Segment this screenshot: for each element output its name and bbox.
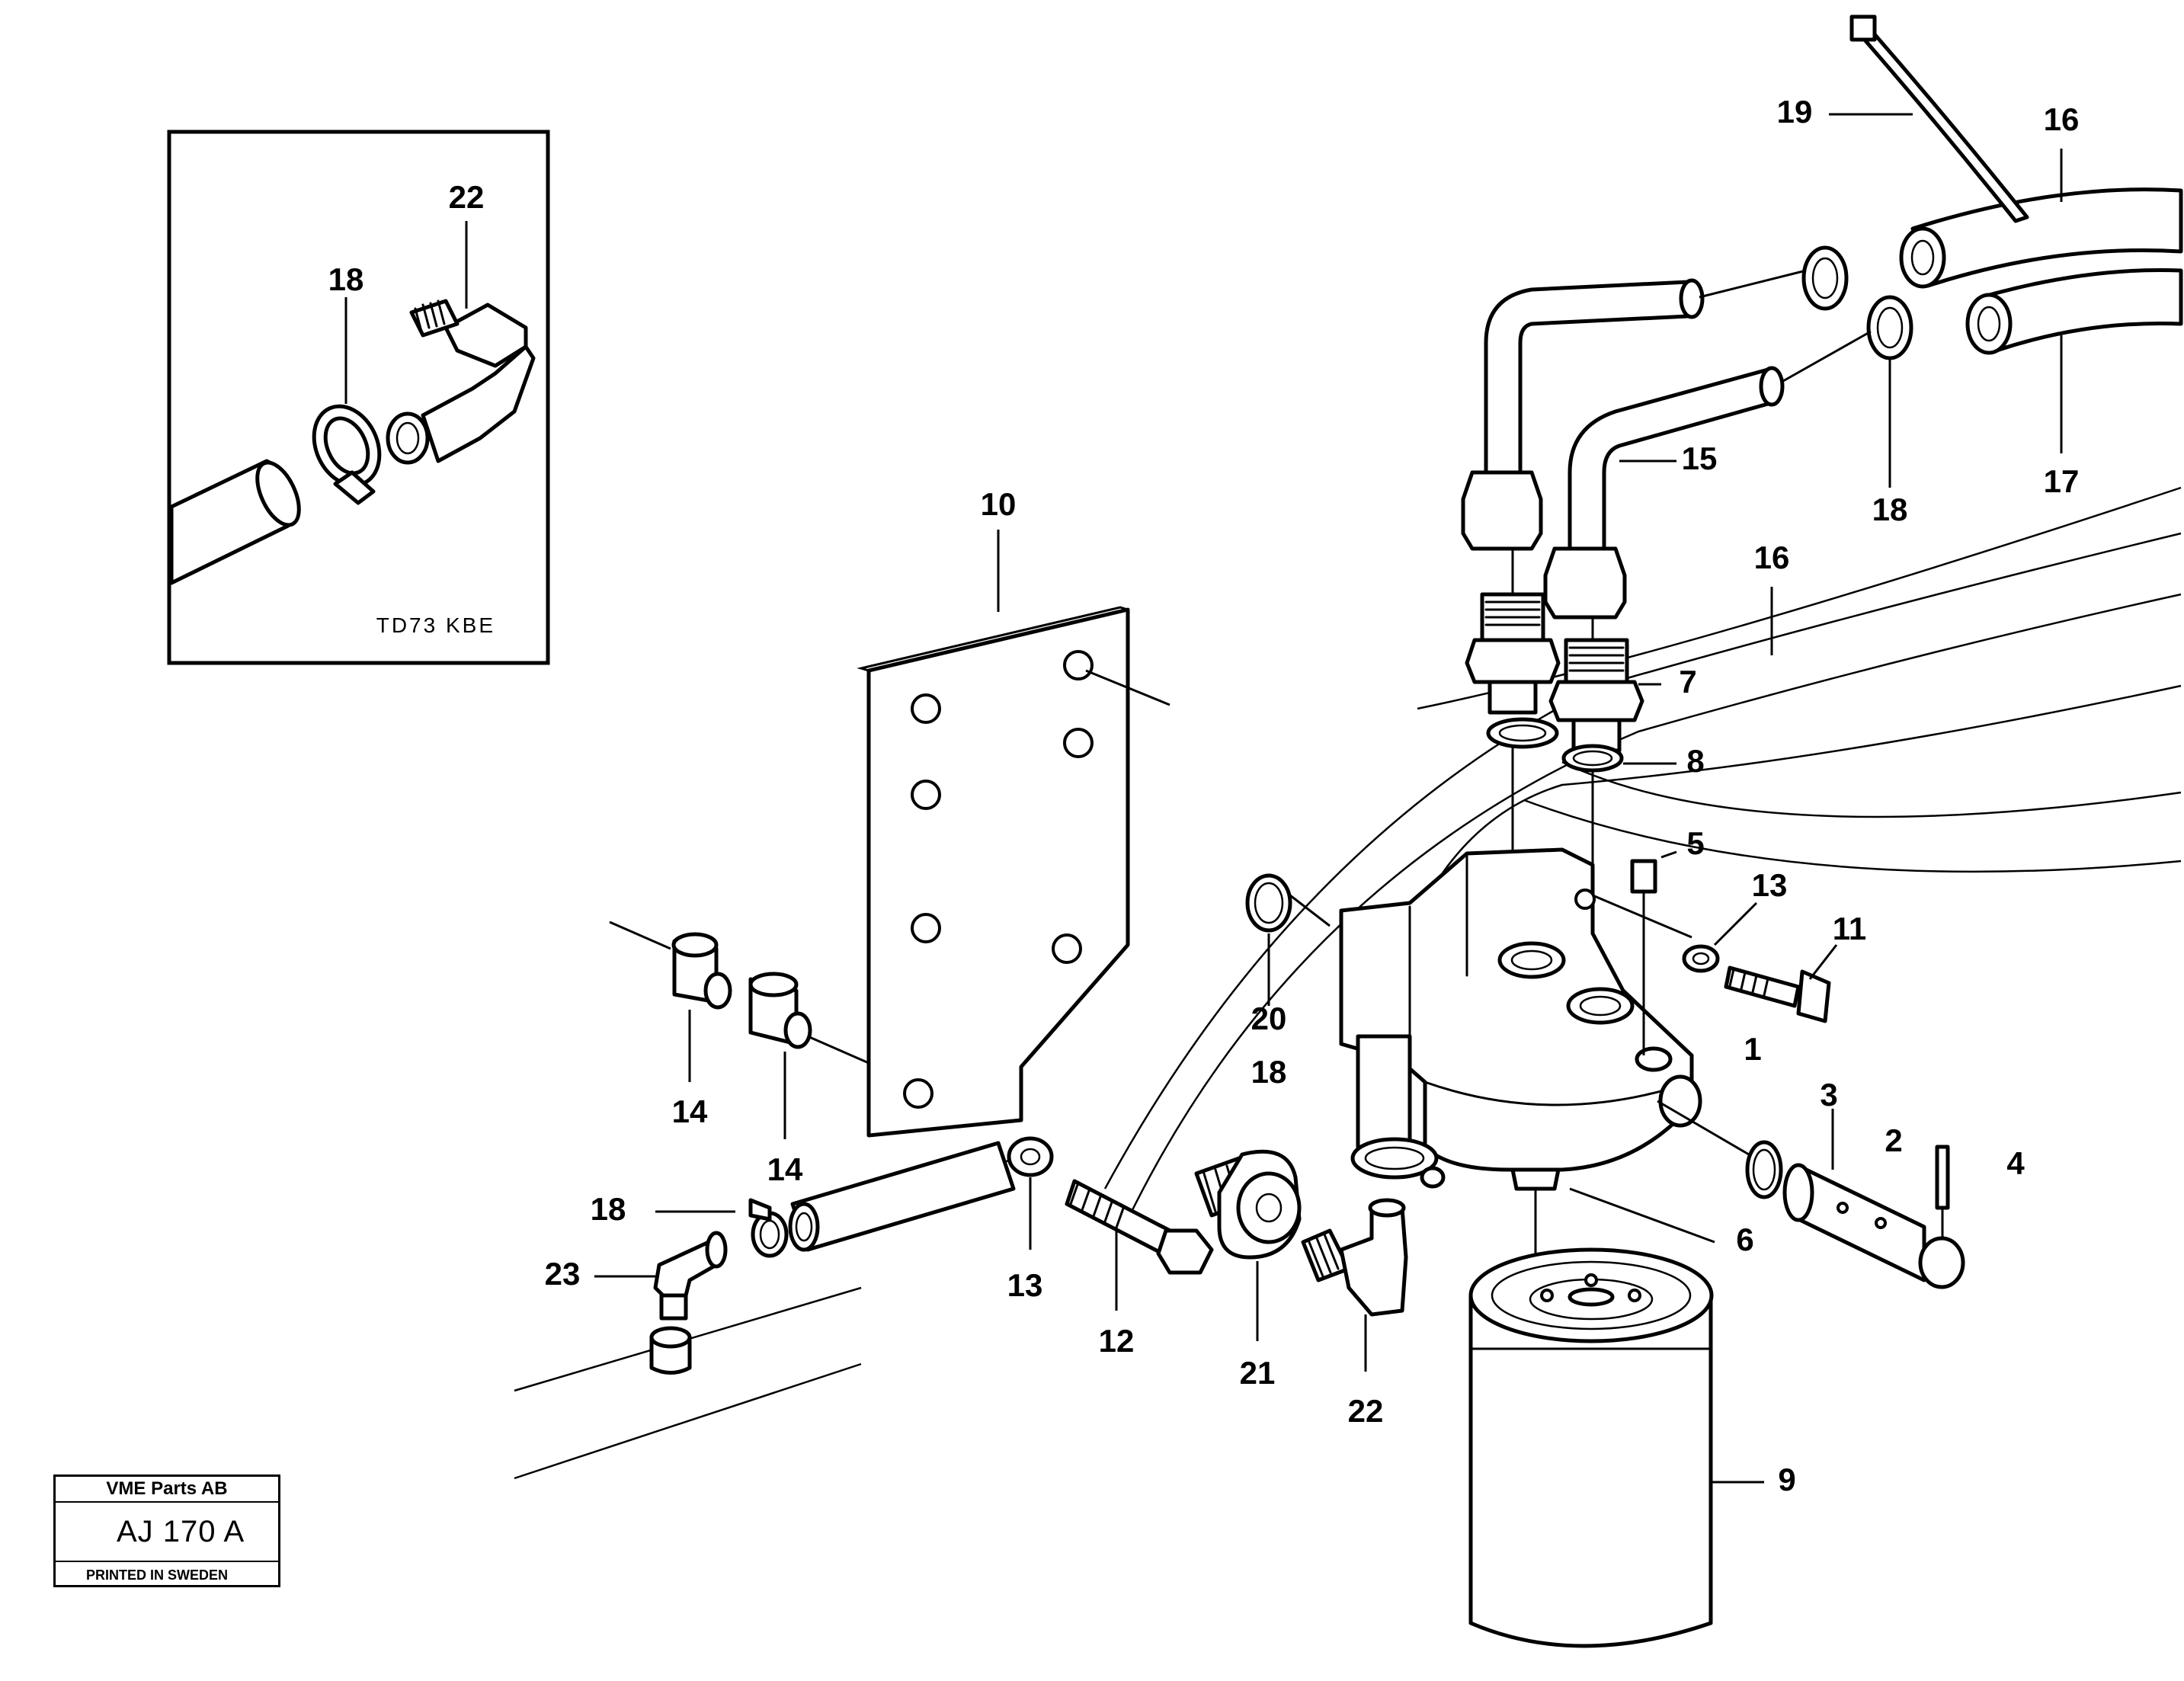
callout-16-top: 16	[2044, 101, 2080, 137]
stamp-company: VME Parts AB	[56, 1477, 278, 1503]
bracket-10	[857, 530, 1170, 1138]
inset-callout-18: 18	[328, 261, 364, 297]
callout-14-left: 14	[672, 1093, 708, 1129]
inset-callout-22: 22	[449, 179, 485, 215]
callout-4: 4	[2006, 1145, 2025, 1181]
callout-16-mid: 16	[1754, 540, 1790, 575]
callout-10: 10	[981, 486, 1017, 522]
hoses-16-17	[1849, 14, 2183, 355]
callout-21: 21	[1240, 1355, 1276, 1391]
inset-detail: 22 18 TD73 KBE	[167, 130, 550, 665]
inset-drawing-code: TD73 KBE	[376, 613, 495, 637]
pipe-stub	[1350, 1034, 1446, 1189]
callout-18-left: 18	[591, 1191, 626, 1227]
leader-lines	[1619, 113, 2063, 980]
callout-20: 20	[1251, 1001, 1287, 1036]
spacers-14	[609, 921, 869, 1139]
callout-5: 5	[1686, 825, 1704, 861]
sensor-2	[1657, 1100, 1965, 1289]
callout-7: 7	[1679, 664, 1696, 700]
callout-19: 19	[1777, 94, 1813, 130]
oil-filter-9	[1468, 1187, 1764, 1648]
elbow-22	[1301, 1198, 1408, 1372]
callout-18-mid: 18	[1251, 1054, 1287, 1090]
bolt-11	[1592, 859, 1831, 1055]
callout-1: 1	[1744, 1031, 1761, 1067]
o-ring-20	[1245, 873, 1292, 1006]
callout-6: 6	[1736, 1222, 1753, 1257]
callout-22: 22	[1348, 1393, 1384, 1429]
pipe-15	[1461, 245, 1913, 620]
title-stamp: VME Parts AB AJ 170 A PRINTED IN SWEDEN	[53, 1474, 280, 1587]
callout-2: 2	[1885, 1122, 1902, 1158]
bolt-12	[1007, 1136, 1214, 1311]
elbow-23	[594, 1141, 1016, 1375]
callout-18-top: 18	[1872, 491, 1908, 527]
stamp-printed: PRINTED IN SWEDEN	[86, 1567, 229, 1583]
callout-13-lower: 13	[1007, 1267, 1043, 1303]
callout-14-right: 14	[767, 1151, 803, 1187]
callout-13-upper: 13	[1752, 867, 1788, 903]
callout-3: 3	[1820, 1077, 1837, 1113]
callout-23: 23	[545, 1256, 581, 1292]
callout-17: 17	[2044, 463, 2080, 499]
callout-11: 11	[1833, 911, 1866, 946]
callout-12: 12	[1099, 1323, 1135, 1359]
callout-15: 15	[1682, 440, 1718, 476]
unions-7	[1465, 549, 1644, 991]
adapter-21	[1194, 1149, 1302, 1341]
callout-labels: 1 2 3 4 5 6 7 8 9 10 11 12 13 13 14 14 1…	[545, 94, 2080, 1497]
callout-9: 9	[1778, 1462, 1795, 1497]
stamp-code: AJ 170 A	[56, 1503, 278, 1562]
callout-8: 8	[1686, 743, 1704, 779]
